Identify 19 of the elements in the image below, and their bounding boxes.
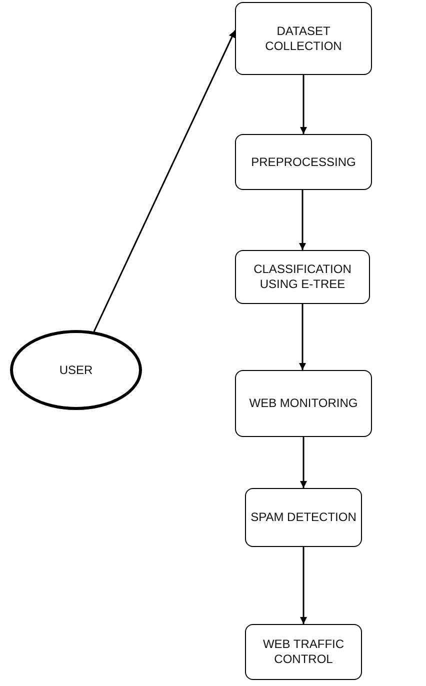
node-label: USER	[59, 362, 93, 378]
arrow	[299, 304, 306, 370]
process-box	[235, 250, 370, 304]
process-box	[235, 134, 372, 190]
arrow	[93, 30, 236, 332]
node-label: DATASET COLLECTION	[264, 24, 343, 54]
arrow	[300, 437, 307, 488]
arrow	[300, 547, 307, 624]
process-box	[235, 370, 372, 437]
node-label: PREPROCESSING	[251, 154, 356, 170]
process-box	[245, 488, 362, 547]
node-label: WEB TRAFFIC CONTROL	[262, 637, 346, 667]
node-label: WEB MONITORING	[249, 396, 358, 411]
process-box	[245, 624, 362, 680]
process-box	[235, 2, 372, 75]
node-label: SPAM DETECTION	[250, 510, 356, 525]
arrow	[299, 190, 306, 250]
arrow	[300, 75, 307, 134]
node-label: CLASSIFICATION USING E-TREE	[252, 262, 352, 292]
